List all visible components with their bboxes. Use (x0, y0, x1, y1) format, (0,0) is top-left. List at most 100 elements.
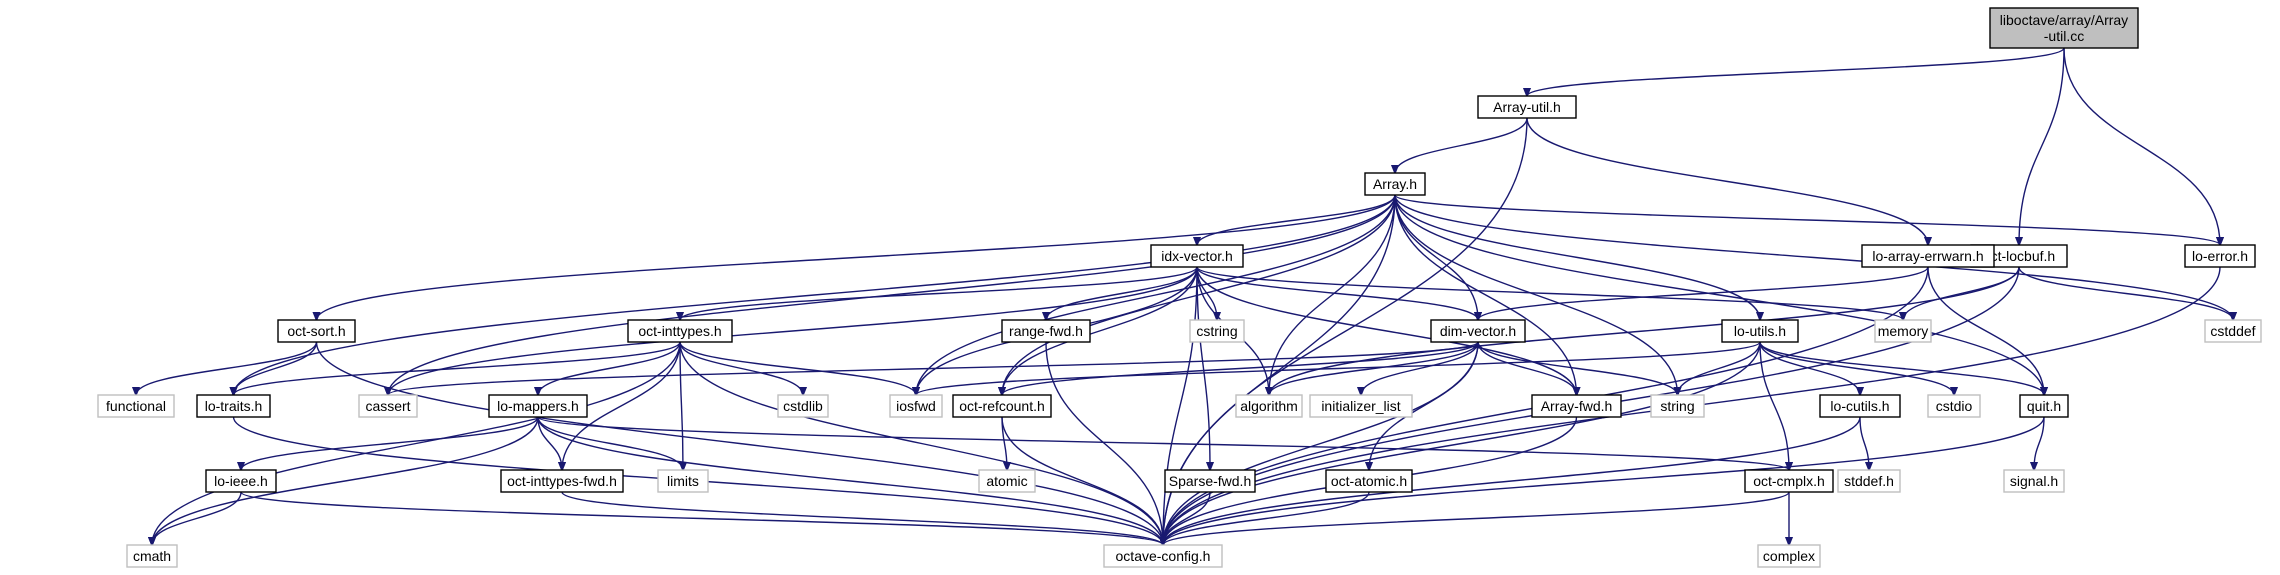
node-complex: complex (1757, 544, 1821, 568)
node-label: string (1660, 398, 1694, 414)
node-cassert: cassert (358, 394, 418, 418)
node-oct-inttypes-fwd-h[interactable]: oct-inttypes-fwd.h (500, 469, 624, 493)
edge-idx-vector-h-to-oct-inttypes-h (680, 266, 1198, 320)
node-box (1103, 544, 1223, 568)
edge-dim-vector-h-to-octave-config-h (1163, 341, 1479, 545)
node-box (1001, 319, 1091, 343)
node-array-util-cc[interactable]: liboctave/array/Array-util.cc (1989, 7, 2139, 49)
node-lo-utils-h[interactable]: lo-utils.h (1721, 319, 1799, 343)
node-box (1819, 394, 1901, 418)
node-box (1325, 469, 1413, 493)
node-label: range-fwd.h (1009, 323, 1083, 339)
edge-range-fwd-h-to-octave-config-h (1045, 341, 1163, 545)
edge-array-h-to-idx-vector-h (1197, 194, 1396, 245)
node-box (1757, 544, 1821, 568)
node-cstdio: cstdio (1927, 394, 1981, 418)
edge-lo-mappers-h-to-oct-cmplx-h (537, 416, 1789, 470)
node-box (196, 394, 271, 418)
node-initializer-list: initializer_list (1309, 394, 1413, 418)
node-quit-h[interactable]: quit.h (2019, 394, 2069, 418)
node-label: Array-util.h (1493, 99, 1561, 115)
node-lo-traits-h[interactable]: lo-traits.h (196, 394, 271, 418)
node-label: stddef.h (1844, 473, 1894, 489)
edge-lo-ieee-h-to-octave-config-h (240, 491, 1163, 545)
edge-oct-atomic-h-to-octave-config-h (1163, 491, 1370, 545)
node-box (2204, 319, 2262, 343)
node-box (1874, 319, 1932, 343)
node-box (1531, 394, 1622, 418)
edge-oct-inttypes-h-to-cstdlib (679, 341, 803, 395)
edge-oct-sort-h-to-lo-traits-h (234, 341, 318, 395)
node-box (1364, 172, 1426, 196)
edge-dim-vector-h-to-initializer-list (1361, 341, 1479, 395)
node-label: cstddef (2210, 323, 2255, 339)
edge-lo-utils-h-to-quit-h (1759, 341, 2044, 395)
node-atomic: atomic (978, 469, 1036, 493)
node-label: dim-vector.h (1440, 323, 1516, 339)
node-label: lo-traits.h (205, 398, 263, 414)
node-label: lo-error.h (2192, 248, 2248, 264)
node-label: initializer_list (1321, 398, 1400, 414)
edge-lo-mappers-h-to-lo-ieee-h (241, 416, 539, 470)
node-lo-mappers-h[interactable]: lo-mappers.h (488, 394, 588, 418)
node-label: functional (106, 398, 166, 414)
edge-array-h-to-lo-utils-h (1394, 194, 1760, 320)
node-string: string (1650, 394, 1705, 418)
node-box (1721, 319, 1799, 343)
node-label: oct-refcount.h (959, 398, 1045, 414)
edge-lo-utils-h-to-oct-cmplx-h (1759, 341, 1789, 470)
node-label: -util.cc (2044, 28, 2084, 44)
node-dim-vector-h[interactable]: dim-vector.h (1430, 319, 1526, 343)
node-oct-cmplx-h[interactable]: oct-cmplx.h (1744, 469, 1834, 493)
node-box (1189, 319, 1245, 343)
node-array-fwd-h[interactable]: Array-fwd.h (1531, 394, 1622, 418)
node-oct-sort-h[interactable]: oct-sort.h (277, 319, 356, 343)
node-oct-inttypes-h[interactable]: oct-inttypes.h (627, 319, 733, 343)
edge-lo-array-errwarn-h-to-quit-h (1927, 266, 2044, 395)
edge-dim-vector-h-to-oct-refcount-h (1002, 341, 1479, 395)
node-sparse-fwd-h[interactable]: Sparse-fwd.h (1164, 469, 1256, 493)
node-cstddef: cstddef (2204, 319, 2262, 343)
node-label: cassert (365, 398, 410, 414)
node-box (1235, 394, 1303, 418)
edge-lo-utils-h-to-cstdio (1759, 341, 1954, 395)
edge-dim-vector-h-to-algorithm (1269, 341, 1479, 395)
node-oct-refcount-h[interactable]: oct-refcount.h (952, 394, 1052, 418)
node-lo-error-h[interactable]: lo-error.h (2184, 244, 2256, 268)
node-label: lo-ieee.h (214, 473, 268, 489)
node-box (2003, 469, 2065, 493)
node-range-fwd-h[interactable]: range-fwd.h (1001, 319, 1091, 343)
edge-dim-vector-h-to-array-fwd-h (1477, 341, 1577, 395)
node-label: octave-config.h (1116, 548, 1211, 564)
node-cstring: cstring (1189, 319, 1245, 343)
edge-quit-h-to-signal-h (2034, 416, 2045, 470)
edge-idx-vector-h-to-cassert (388, 266, 1198, 395)
edge-lo-cutils-h-to-stddef-h (1859, 416, 1869, 470)
edge-lo-mappers-h-to-cmath (152, 416, 539, 545)
node-array-util-h[interactable]: Array-util.h (1477, 95, 1577, 119)
node-box (952, 394, 1052, 418)
edge-array-h-to-lo-traits-h (234, 194, 1396, 395)
node-label: iosfwd (896, 398, 936, 414)
nodes-layer: liboctave/array/Array-util.ccArray-util.… (97, 7, 2262, 568)
node-box (1309, 394, 1413, 418)
node-idx-vector-h[interactable]: idx-vector.h (1150, 244, 1244, 268)
edge-dim-vector-h-to-string (1477, 341, 1678, 395)
edge-lo-ieee-h-to-cmath (152, 491, 242, 545)
edge-lo-mappers-h-to-octave-config-h (537, 416, 1163, 545)
node-lo-ieee-h[interactable]: lo-ieee.h (205, 469, 277, 493)
edge-idx-vector-h-to-memory (1196, 266, 1903, 320)
node-box (978, 469, 1036, 493)
node-box (1927, 394, 1981, 418)
node-lo-cutils-h[interactable]: lo-cutils.h (1819, 394, 1901, 418)
node-array-h[interactable]: Array.h (1364, 172, 1426, 196)
edge-array-util-h-to-lo-array-errwarn-h (1526, 117, 1928, 245)
node-lo-array-errwarn-h[interactable]: lo-array-errwarn.h (1861, 244, 1995, 268)
node-box (889, 394, 943, 418)
edge-array-h-to-quit-h (1394, 194, 2044, 395)
node-oct-atomic-h[interactable]: oct-atomic.h (1325, 469, 1413, 493)
edge-array-h-to-cstddef (1394, 194, 2233, 320)
edge-lo-utils-h-to-string (1678, 341, 1761, 395)
node-cmath: cmath (126, 544, 178, 568)
